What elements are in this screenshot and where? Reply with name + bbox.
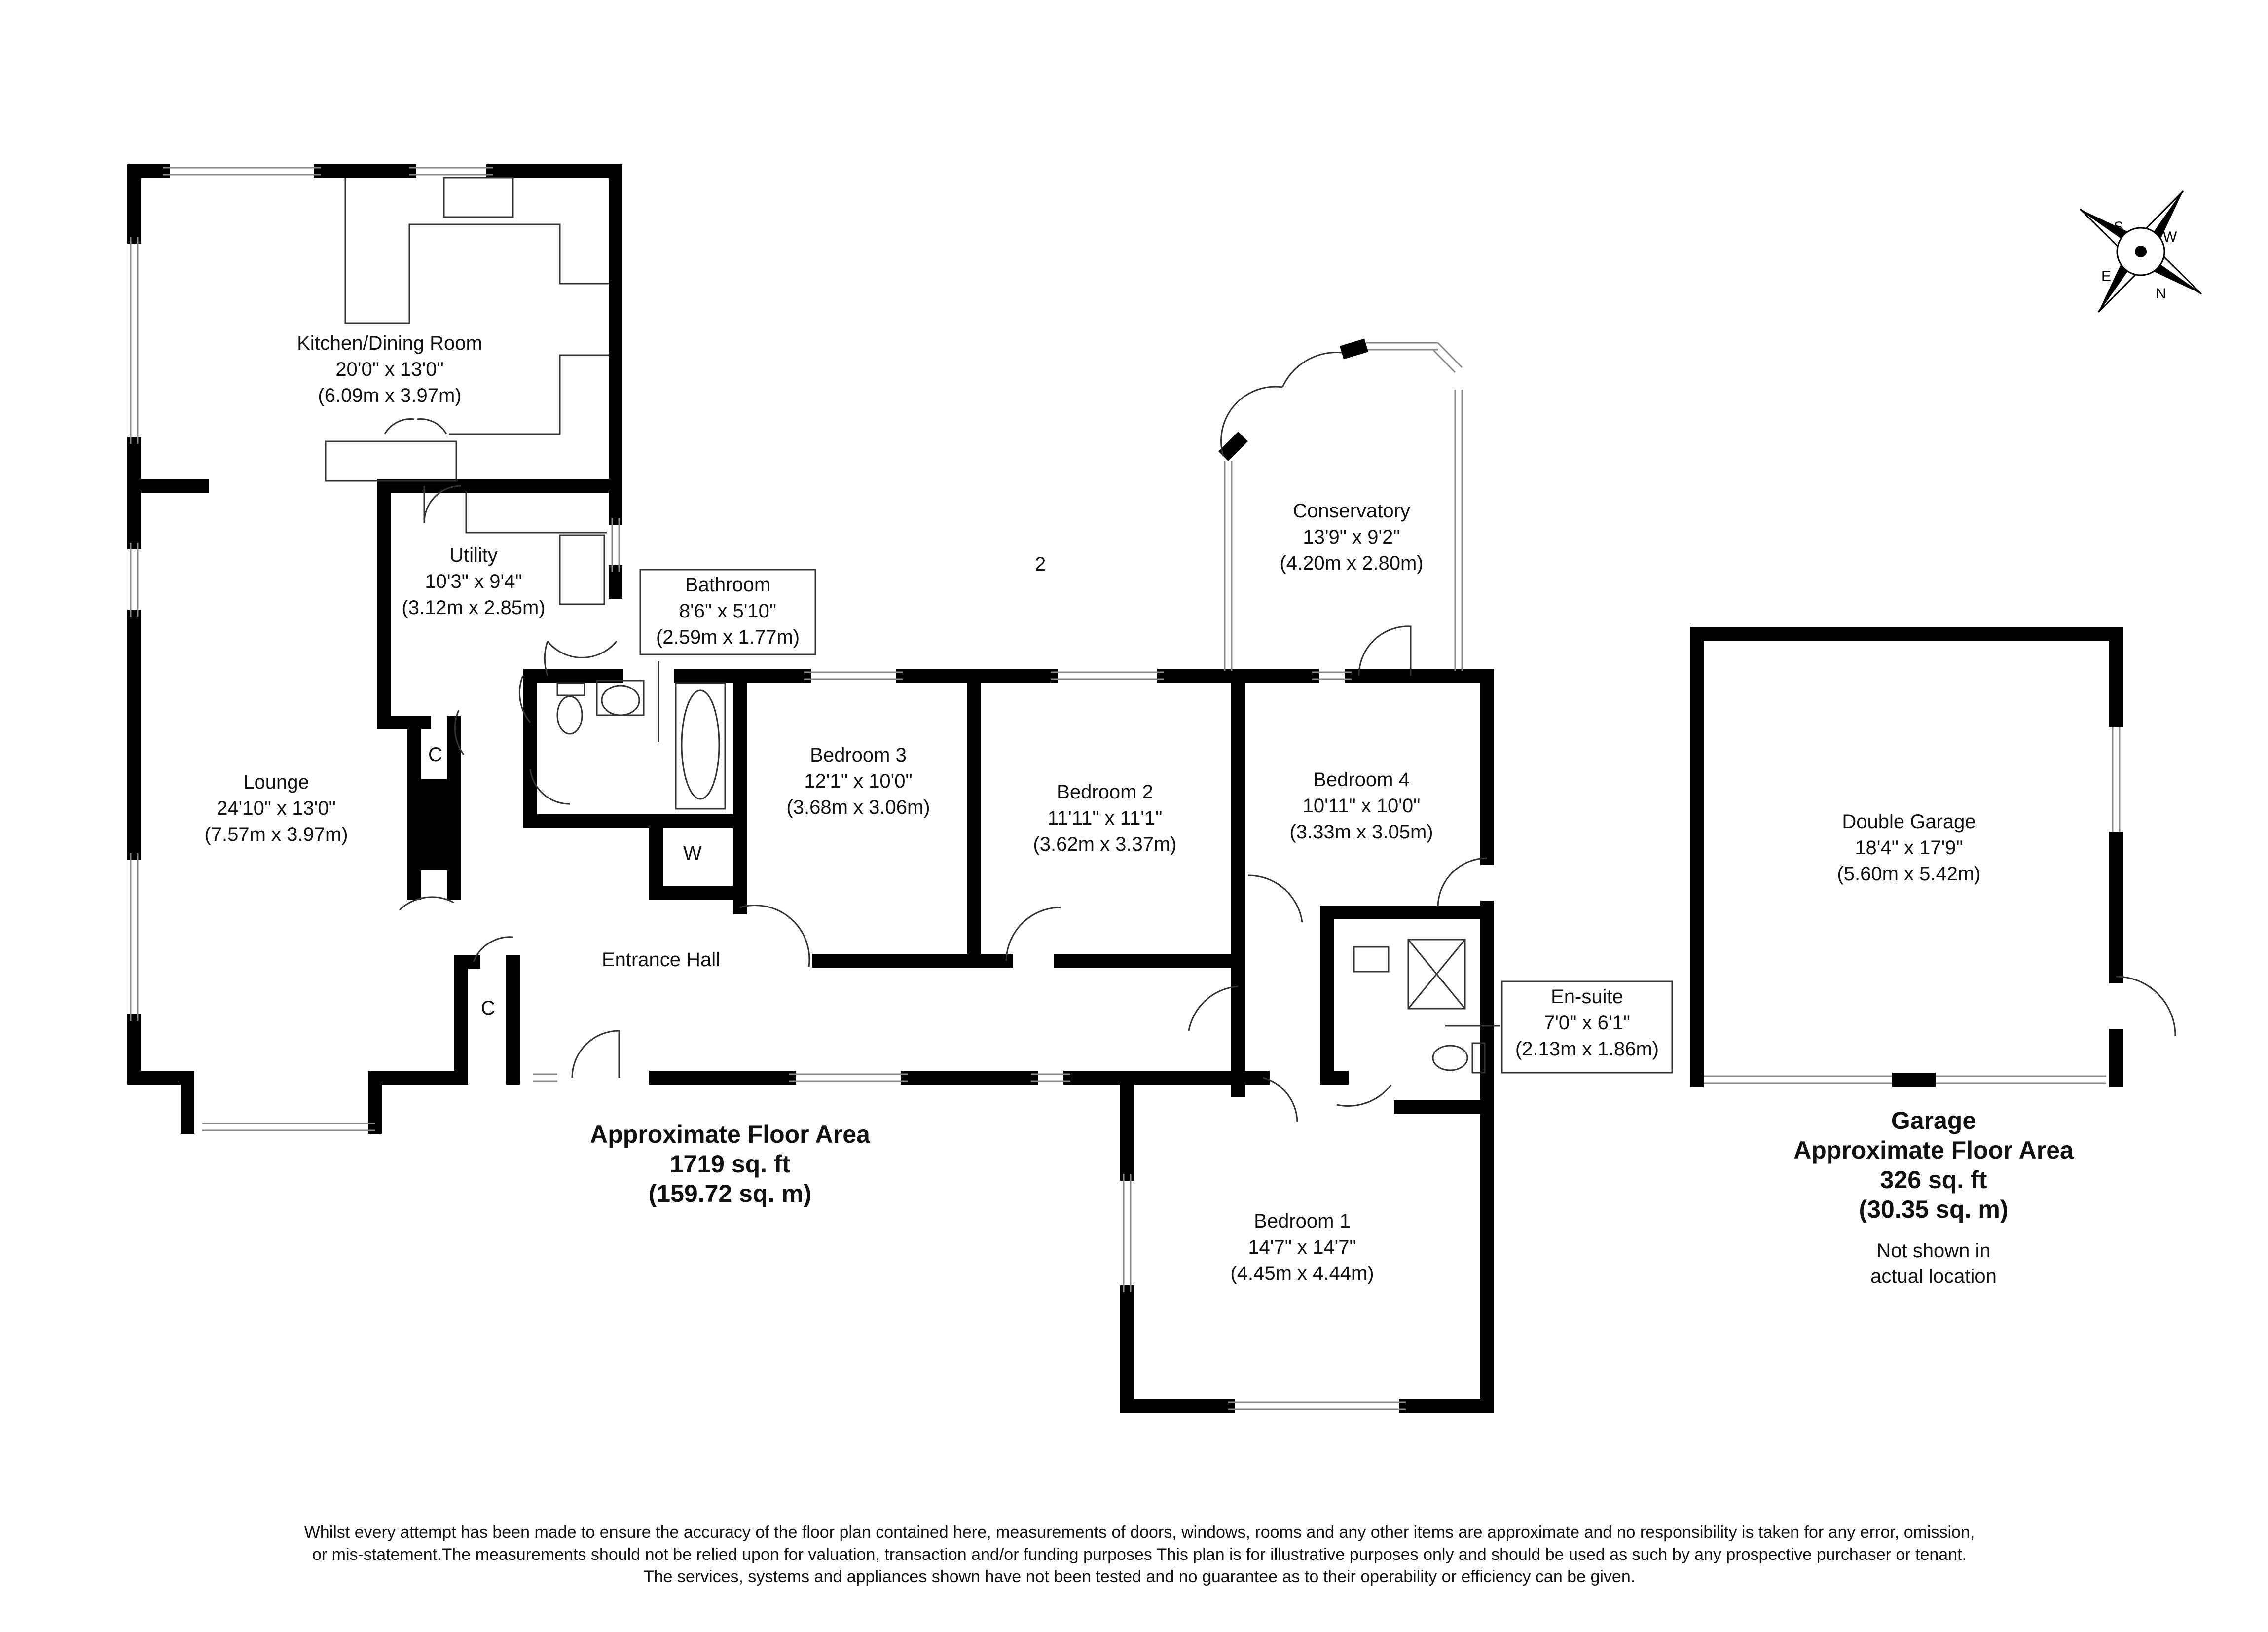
disclaimer-line2: or mis-statement.The measurements should… — [312, 1545, 1967, 1564]
bedroom3-metric: (3.68m x 3.06m) — [786, 797, 930, 818]
compass-e: E — [2101, 268, 2111, 285]
ensuite-label: En-suite 7'0" x 6'1" (2.13m x 1.86m) — [1502, 984, 1672, 1062]
kitchen-label: Kitchen/Dining Room 20'0" x 13'0" (6.09m… — [261, 330, 518, 409]
garage-area-summary: Garage Approximate Floor Area 326 sq. ft… — [1726, 1106, 2141, 1224]
kitchen-metric: (6.09m x 3.97m) — [318, 385, 462, 406]
cupboard-label-upper: C — [428, 744, 442, 765]
garage-area-heading: Garage — [1891, 1107, 1976, 1134]
kitchen-imperial: 20'0" x 13'0" — [335, 359, 444, 380]
lounge-metric: (7.57m x 3.97m) — [204, 824, 348, 845]
garage-area-sqm: (30.35 sq. m) — [1859, 1196, 2009, 1223]
cupboard-label-lower: C — [481, 997, 495, 1019]
house-area-summary: Approximate Floor Area 1719 sq. ft (159.… — [523, 1120, 937, 1208]
bathroom-name: Bathroom — [685, 574, 771, 596]
conservatory-label: Conservatory 13'9" x 9'2" (4.20m x 2.80m… — [1253, 498, 1450, 577]
bedroom3-label: Bedroom 3 12'1" x 10'0" (3.68m x 3.06m) — [760, 742, 957, 821]
wc-label: W — [683, 842, 702, 864]
compass-rose — [2080, 190, 2202, 313]
house-area-sqft: 1719 sq. ft — [669, 1150, 791, 1178]
entrance-hall-label: Entrance Hall — [572, 947, 750, 973]
marker-label: 2 — [1035, 553, 1046, 575]
bedroom1-name: Bedroom 1 — [1254, 1210, 1351, 1232]
garage-note-line2: actual location — [1870, 1266, 1997, 1287]
garage-metric: (5.60m x 5.42m) — [1837, 863, 1981, 885]
bedroom4-name: Bedroom 4 — [1313, 769, 1410, 791]
bathroom-label: Bathroom 8'6" x 5'10" (2.59m x 1.77m) — [640, 572, 815, 651]
bedroom1-metric: (4.45m x 4.44m) — [1230, 1263, 1374, 1284]
garage-note-line1: Not shown in — [1876, 1240, 1991, 1262]
house-area-sqm: (159.72 sq. m) — [648, 1180, 812, 1207]
conservatory-name: Conservatory — [1293, 500, 1410, 522]
disclaimer: Whilst every attempt has been made to en… — [138, 1522, 2141, 1588]
chimney-block — [407, 779, 447, 870]
bedroom2-imperial: 11'11" x 11'1" — [1047, 807, 1163, 829]
entrance-name: Entrance Hall — [601, 949, 721, 971]
kitchen-name: Kitchen/Dining Room — [297, 332, 482, 354]
garage-location-note: Not shown in actual location — [1825, 1238, 2042, 1289]
lounge-label: Lounge 24'10" x 13'0" (7.57m x 3.97m) — [178, 769, 375, 848]
bathroom-metric: (2.59m x 1.77m) — [656, 626, 800, 648]
disclaimer-line3: The services, systems and appliances sho… — [643, 1567, 1636, 1586]
garage-area-title: Approximate Floor Area — [1793, 1136, 2074, 1164]
bedroom4-metric: (3.33m x 3.05m) — [1289, 821, 1433, 843]
bedroom1-imperial: 14'7" x 14'7" — [1248, 1236, 1356, 1258]
ensuite-metric: (2.13m x 1.86m) — [1515, 1038, 1659, 1060]
doors — [384, 352, 2176, 1123]
lounge-imperial: 24'10" x 13'0" — [217, 798, 336, 819]
ensuite-name: En-suite — [1551, 986, 1623, 1008]
compass-letters: S W E N — [2101, 219, 2177, 302]
utility-imperial: 10'3" x 9'4" — [425, 571, 522, 592]
bedroom1-label: Bedroom 1 14'7" x 14'7" (4.45m x 4.44m) — [1199, 1208, 1406, 1287]
compass-n: N — [2156, 286, 2166, 302]
bedroom3-name: Bedroom 3 — [810, 744, 907, 766]
bedroom3-imperial: 12'1" x 10'0" — [804, 770, 913, 792]
utility-metric: (3.12m x 2.85m) — [402, 597, 546, 618]
house-area-title: Approximate Floor Area — [590, 1121, 870, 1148]
conservatory-imperial: 13'9" x 9'2" — [1303, 526, 1400, 548]
bedroom2-label: Bedroom 2 11'11" x 11'1" (3.62m x 3.37m) — [1006, 779, 1204, 858]
garage-label: Double Garage 18'4" x 17'9" (5.60m x 5.4… — [1805, 809, 2012, 887]
windows — [130, 167, 2121, 1410]
bedroom2-metric: (3.62m x 3.37m) — [1033, 834, 1177, 855]
utility-name: Utility — [449, 544, 498, 566]
garage-name: Double Garage — [1842, 811, 1976, 833]
fixtures — [325, 177, 1673, 1074]
bedroom4-label: Bedroom 4 10'11" x 10'0" (3.33m x 3.05m) — [1258, 767, 1465, 845]
bedroom4-imperial: 10'11" x 10'0" — [1302, 795, 1421, 817]
ensuite-imperial: 7'0" x 6'1" — [1544, 1012, 1630, 1034]
compass-s: S — [2114, 219, 2123, 235]
conservatory-metric: (4.20m x 2.80m) — [1280, 552, 1424, 574]
garage-walls — [1690, 627, 2123, 1087]
garage-area-sqft: 326 sq. ft — [1880, 1166, 1987, 1194]
conservatory-walls — [1218, 338, 1369, 461]
garage-imperial: 18'4" x 17'9" — [1855, 837, 1963, 859]
disclaimer-line1: Whilst every attempt has been made to en… — [304, 1523, 1975, 1542]
utility-label: Utility 10'3" x 9'4" (3.12m x 2.85m) — [385, 543, 562, 621]
lounge-name: Lounge — [243, 771, 309, 793]
bathroom-imperial: 8'6" x 5'10" — [679, 600, 777, 622]
bedroom2-name: Bedroom 2 — [1057, 781, 1153, 803]
compass-w: W — [2163, 229, 2177, 245]
